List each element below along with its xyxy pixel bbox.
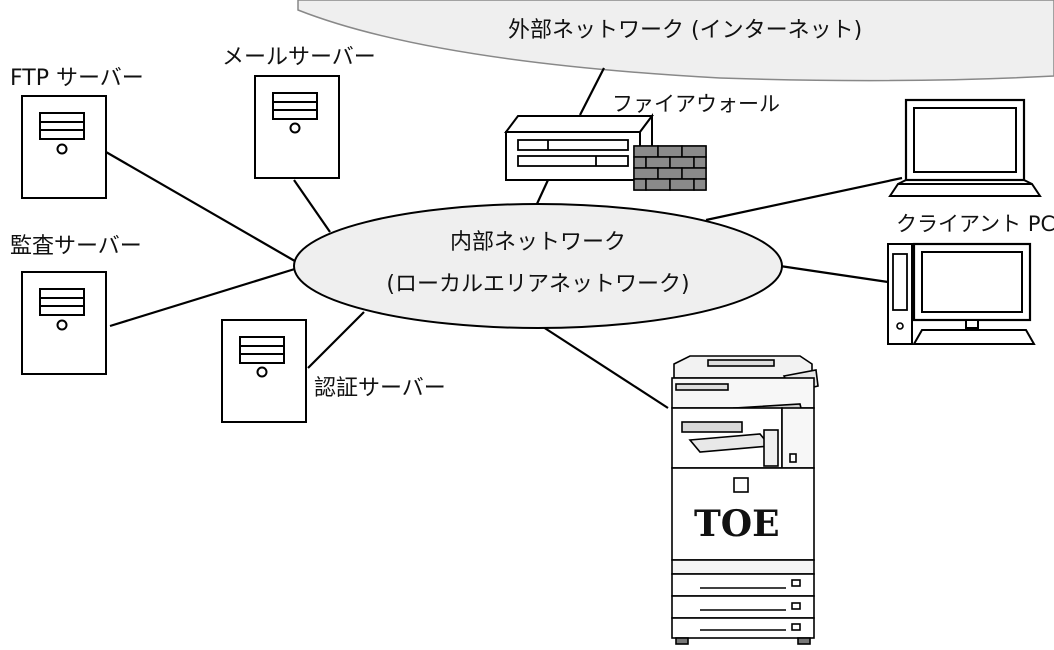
link-firewall-internet (579, 67, 605, 116)
mail-server-label: メールサーバー (222, 45, 376, 70)
printer-icon (671, 355, 819, 645)
audit-server-icon (21, 271, 107, 375)
auth-server-icon (221, 319, 307, 423)
link-printer (539, 324, 669, 409)
link-laptop (705, 176, 903, 222)
link-audit (109, 266, 299, 328)
external-network-cloud (297, 0, 1054, 82)
ftp-server-icon (21, 95, 107, 199)
internal-network-ellipse (293, 203, 783, 329)
brick-wall-icon (633, 145, 707, 191)
link-desktop (779, 264, 889, 284)
desktop-pc-icon (887, 242, 1036, 345)
external-network-label: 外部ネットワーク (インターネット) (508, 18, 863, 43)
link-mail (293, 179, 331, 233)
toe-badge: TOE (694, 503, 780, 545)
firewall-label: ファイアウォール (612, 92, 780, 116)
laptop-icon (888, 98, 1042, 197)
link-ftp (105, 151, 301, 265)
ftp-server-label: FTP サーバー (10, 66, 144, 91)
auth-server-label: 認証サーバー (314, 376, 446, 401)
internal-network-label-line1: 内部ネットワーク (449, 230, 627, 255)
link-auth (307, 311, 365, 369)
audit-server-label: 監査サーバー (10, 234, 142, 259)
mail-server-icon (254, 75, 340, 179)
internal-network-label-line2: (ローカルエリアネットワーク) (386, 272, 690, 297)
client-pc-label: クライアント PC (896, 212, 1054, 236)
connection-lines (105, 67, 903, 409)
firewall-icon (504, 113, 707, 191)
link-firewall-lan (535, 179, 549, 207)
